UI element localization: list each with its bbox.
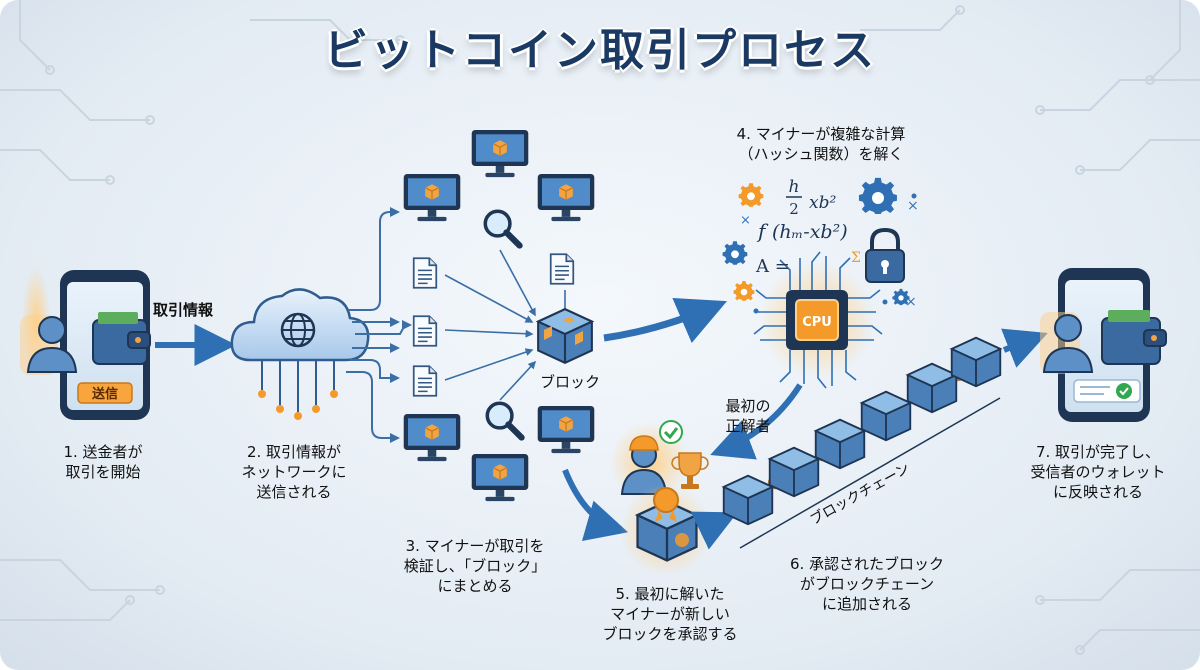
converge-lines — [444, 249, 566, 401]
step-3-line: にまとめる — [437, 577, 513, 595]
miner-computer — [471, 453, 529, 502]
chain-baseline — [739, 397, 1001, 549]
step-3-caption: 3. マイナーが取引を 検証し、「ブロック」 にまとめる — [380, 536, 570, 596]
hash-formula: h 2 xb² f (hₘ-xb²) A = Σ × × × — [740, 177, 919, 310]
gear-icon — [733, 281, 755, 301]
formula-f: f — [756, 219, 769, 243]
step-4-line: 4. マイナーが複雑な計算 — [736, 125, 906, 143]
chain-block — [722, 474, 774, 526]
lock-icon — [865, 227, 905, 283]
formula-times: × — [740, 213, 751, 228]
step-5-line: 5. 最初に解いた — [615, 585, 725, 603]
arrow-to-winner — [710, 383, 803, 460]
miner-computer — [537, 173, 595, 222]
miner-computer — [403, 413, 461, 462]
arrow-to-chain — [690, 511, 738, 550]
formula-sigma: Σ — [851, 250, 861, 266]
step-7-line: 受信者のウォレット — [1030, 463, 1166, 481]
transaction-document-icon — [412, 315, 438, 347]
step-3-line: 3. マイナーが取引を — [405, 537, 545, 555]
formula-h: h — [789, 177, 800, 197]
fanout-arrows — [346, 207, 412, 443]
chain-block — [906, 362, 958, 414]
sender-phone: 送信 — [20, 266, 151, 420]
chain-block — [768, 446, 820, 498]
network-cloud — [230, 288, 370, 420]
cpu-chip-icon: CPU — [786, 290, 848, 350]
new-block-cube — [620, 484, 712, 576]
step-1-line: 取引を開始 — [65, 463, 141, 481]
step-3-line: 検証し、「ブロック」 — [403, 557, 547, 575]
step-4-line: （ハッシュ関数）を解く — [738, 145, 904, 163]
checkmark-icon — [659, 420, 683, 444]
hard-hat-icon — [629, 435, 659, 451]
transaction-document-icon — [412, 365, 438, 397]
arrow-to-mining — [603, 298, 728, 344]
miner-computer — [471, 129, 529, 178]
blockchain: ブロックチェーン — [722, 336, 1002, 549]
step-6-line: 6. 承認されたブロック — [789, 555, 945, 573]
formula-times: × — [907, 198, 919, 214]
step-1-line: 1. 送金者が — [63, 443, 143, 461]
step-5-line: マイナーが新しい — [610, 605, 730, 623]
send-button-label: 送信 — [91, 386, 118, 402]
cpu-label: CPU — [802, 315, 832, 330]
tx-info-label: 取引情報 — [153, 301, 214, 319]
step-6-line: がブロックチェーン — [799, 575, 935, 593]
check-circle-icon — [1116, 383, 1132, 399]
step-5-line: ブロックを承認する — [602, 625, 738, 643]
transaction-document-icon — [412, 257, 438, 289]
miner-computer — [537, 405, 595, 454]
send-button[interactable]: 送信 — [77, 382, 133, 404]
cpu-hash-cluster: CPU — [753, 251, 883, 389]
formula-xb2: xb² — [809, 193, 836, 213]
gear-icon — [738, 183, 764, 207]
wallet-icon — [92, 312, 151, 365]
step-2-line: 送信される — [256, 483, 332, 501]
globe-icon — [280, 312, 316, 348]
diagram-title: ビットコイン取引プロセス — [324, 25, 876, 76]
step-4-caption: 4. マイナーが複雑な計算 （ハッシュ関数）を解く — [716, 124, 926, 164]
first-solver-label: 最初の 正解者 — [720, 396, 776, 436]
step-7-line: 7. 取引が完了し、 — [1035, 443, 1161, 461]
blockchain-label: ブロックチェーン — [807, 460, 913, 529]
formula-a-eq: A = — [755, 256, 790, 277]
formula-two: 2 — [789, 200, 799, 218]
formula-inner: (hₘ-xb²) — [772, 221, 848, 243]
step-2-line: ネットワークに — [241, 463, 347, 481]
step-6-line: に追加される — [821, 595, 912, 613]
magnifier-icon — [485, 211, 519, 245]
step-1-caption: 1. 送金者が 取引を開始 — [28, 442, 178, 482]
step-6-caption: 6. 承認されたブロック がブロックチェーン に追加される — [772, 554, 962, 614]
arrow-to-receiver — [1001, 328, 1048, 368]
trophy-icon — [671, 452, 709, 489]
block-label: ブロック — [540, 373, 601, 391]
wallet-icon — [1101, 310, 1167, 365]
arrow-to-new-block — [562, 468, 629, 541]
seal-icon — [653, 487, 679, 513]
gear-icon — [858, 177, 897, 214]
sender-user-icon — [26, 316, 78, 373]
receiver-user-icon — [1042, 314, 1094, 373]
first-solver-line: 最初の — [725, 397, 771, 415]
chain-block — [950, 336, 1002, 388]
magnifier-icon — [487, 403, 521, 437]
chain-block — [860, 390, 912, 442]
receiver-phone — [1040, 268, 1167, 422]
step-7-line: に反映される — [1052, 483, 1143, 501]
winning-miner — [610, 420, 709, 502]
miner-computer — [403, 173, 461, 222]
chain-block — [814, 418, 866, 470]
formula-times: × — [905, 294, 917, 310]
step-7-caption: 7. 取引が完了し、 受信者のウォレット に反映される — [1010, 442, 1186, 502]
step-2-line: 2. 取引情報が — [246, 443, 342, 461]
first-solver-line: 正解者 — [725, 417, 771, 435]
step-2-caption: 2. 取引情報が ネットワークに 送信される — [214, 442, 374, 502]
step-5-caption: 5. 最初に解いた マイナーが新しい ブロックを承認する — [580, 584, 760, 644]
transaction-document-icon — [549, 253, 575, 285]
gear-icon — [722, 241, 748, 265]
